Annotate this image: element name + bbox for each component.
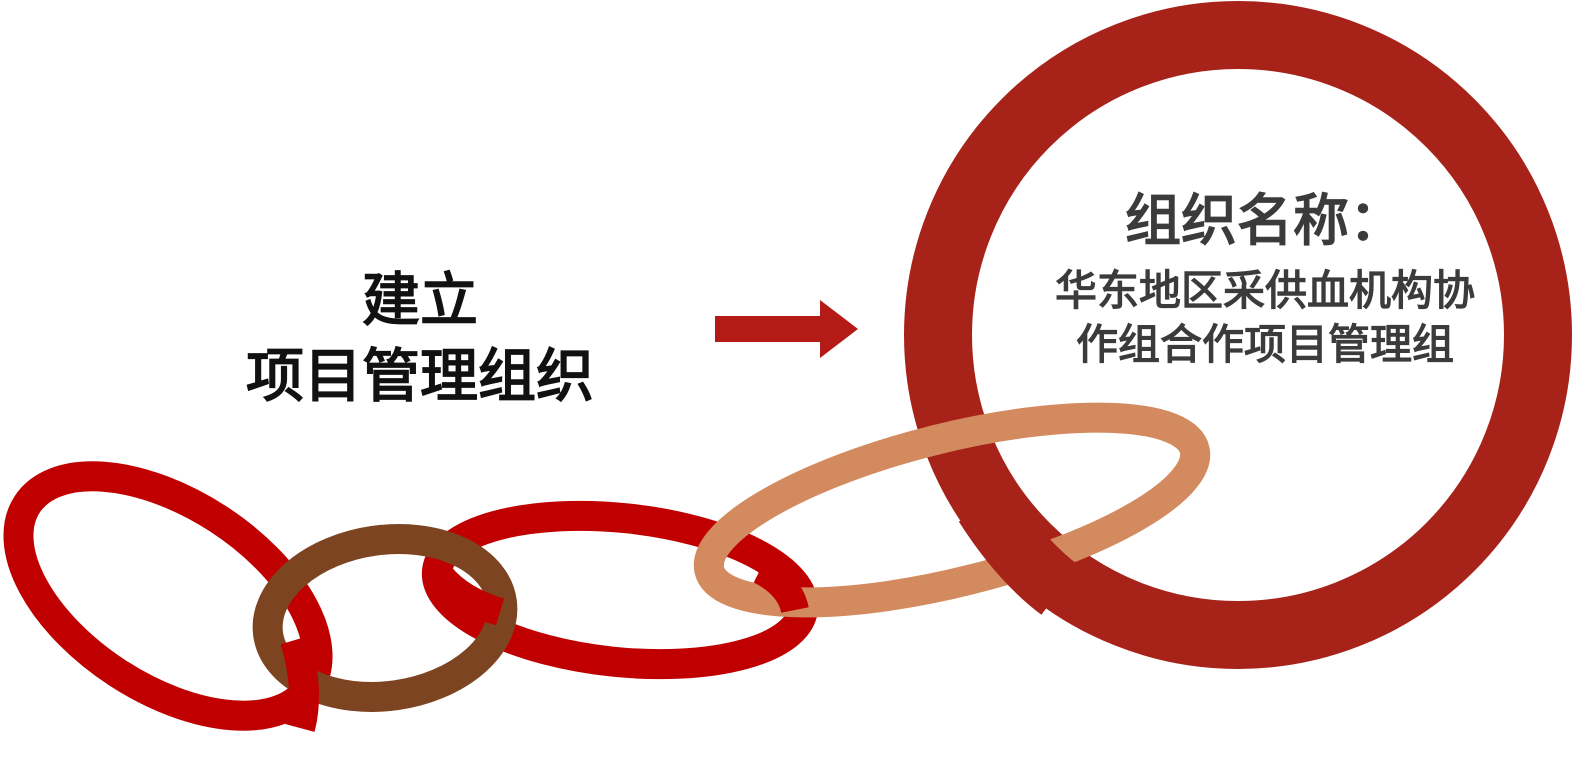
org-circle-ring — [904, 1, 1572, 669]
right-arrow-icon — [715, 300, 858, 358]
org-circle-ring-overlap — [958, 488, 1080, 615]
circle-label: 组织名称： 华东地区采供血机构协作组合作项目管理组 — [1030, 184, 1500, 372]
left-label-line-2: 项目管理组织 — [245, 342, 594, 410]
left-label: 建立 项目管理组织 — [190, 262, 650, 414]
circle-label-body: 华东地区采供血机构协作组合作项目管理组 — [1054, 266, 1475, 369]
left-label-line-1: 建立 — [361, 266, 478, 334]
chain-link-red-2-overlap-b — [753, 557, 809, 614]
circle-label-title: 组织名称： — [1125, 189, 1405, 254]
chain-link-red-2-overlap — [429, 565, 505, 626]
chain-link-tan — [693, 402, 1211, 618]
chain-link-red-1-overlap — [280, 635, 319, 732]
